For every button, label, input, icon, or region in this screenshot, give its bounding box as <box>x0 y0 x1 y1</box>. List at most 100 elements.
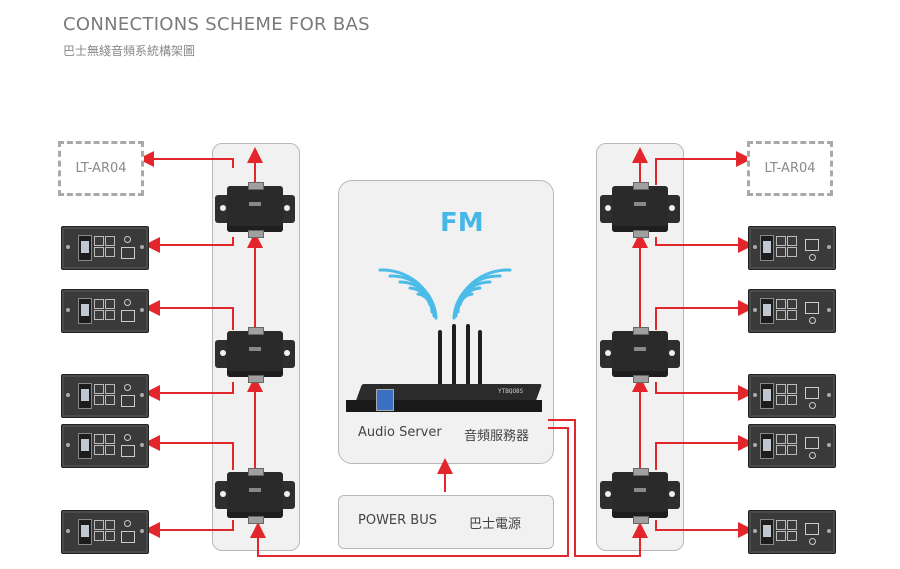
screw-icon <box>827 393 831 397</box>
keypad-panel <box>61 374 149 418</box>
audio-server-device: YTBQO8S <box>346 384 543 414</box>
dpad-icon <box>94 299 116 321</box>
screw-icon <box>827 443 831 447</box>
wireless-waves-icon <box>378 268 512 320</box>
server-panel <box>338 180 554 464</box>
sensor-icon <box>805 523 819 535</box>
sensor-icon <box>805 239 819 251</box>
connector-icon <box>248 468 264 476</box>
connector-icon <box>248 230 264 238</box>
screw-icon <box>753 308 757 312</box>
keypad-panel <box>748 424 836 468</box>
antenna-icon <box>438 324 482 388</box>
keypad-panel <box>61 510 149 554</box>
sensor-icon <box>121 310 135 322</box>
screen-icon <box>760 298 774 324</box>
screw-icon <box>753 529 757 533</box>
keypad-panel <box>748 289 836 333</box>
screw-icon <box>827 308 831 312</box>
connector-icon <box>633 468 649 476</box>
audio-server-label-zh: 音頻服務器 <box>464 429 530 444</box>
screen-icon <box>760 383 774 409</box>
dpad-icon <box>94 434 116 456</box>
indicator-icon <box>809 317 816 324</box>
keypad-panel <box>61 289 149 333</box>
power-bus-label: POWER BUS <box>358 513 437 528</box>
indicator-icon <box>124 236 131 243</box>
connector-icon <box>633 327 649 335</box>
power-bus-label-zh: 巴士電源 <box>469 517 522 532</box>
keypad-panel <box>748 374 836 418</box>
fm-label: FM <box>440 208 484 238</box>
diagram-title: CONNECTIONS SCHEME FOR BAS <box>63 14 370 35</box>
screen-icon <box>78 383 92 409</box>
screen-icon <box>78 433 92 459</box>
screen-icon <box>760 433 774 459</box>
lt-ar04-right: LT-AR04 <box>747 141 833 196</box>
screen-icon <box>78 519 92 545</box>
dpad-icon <box>776 520 798 542</box>
indicator-icon <box>124 520 131 527</box>
screw-icon <box>753 443 757 447</box>
screw-icon <box>140 443 144 447</box>
screw-icon <box>140 393 144 397</box>
screw-icon <box>827 245 831 249</box>
lt-ar04-left: LT-AR04 <box>58 141 144 196</box>
sensor-icon <box>805 302 819 314</box>
screw-icon <box>140 308 144 312</box>
screen-icon <box>78 235 92 261</box>
connector-icon <box>633 230 649 238</box>
keypad-panel <box>748 510 836 554</box>
indicator-icon <box>809 538 816 545</box>
sensor-icon <box>121 531 135 543</box>
connector-icon <box>633 516 649 524</box>
dpad-icon <box>776 299 798 321</box>
indicator-icon <box>124 299 131 306</box>
sensor-icon <box>805 387 819 399</box>
sensor-icon <box>805 437 819 449</box>
screw-icon <box>753 393 757 397</box>
keypad-panel <box>61 424 149 468</box>
dpad-icon <box>94 236 116 258</box>
connector-icon <box>248 182 264 190</box>
dpad-icon <box>94 384 116 406</box>
connector-icon <box>248 516 264 524</box>
screw-icon <box>140 245 144 249</box>
indicator-icon <box>809 254 816 261</box>
diagram-subtitle: 巴士無綫音頻系統構架圖 <box>63 44 196 58</box>
screw-icon <box>66 393 70 397</box>
keypad-panel <box>748 226 836 270</box>
bus-module <box>215 182 295 238</box>
keypad-panel <box>61 226 149 270</box>
connector-icon <box>633 375 649 383</box>
screw-icon <box>140 529 144 533</box>
screw-icon <box>827 529 831 533</box>
screw-icon <box>66 529 70 533</box>
indicator-icon <box>809 402 816 409</box>
screw-icon <box>66 308 70 312</box>
port-block-icon <box>376 389 394 411</box>
dpad-icon <box>776 236 798 258</box>
bus-module <box>600 327 680 383</box>
indicator-icon <box>124 384 131 391</box>
indicator-icon <box>809 452 816 459</box>
sensor-icon <box>121 445 135 457</box>
dpad-icon <box>776 384 798 406</box>
bus-module <box>600 468 680 524</box>
connector-icon <box>248 375 264 383</box>
screw-icon <box>66 245 70 249</box>
sensor-icon <box>121 247 135 259</box>
screw-icon <box>66 443 70 447</box>
screw-icon <box>753 245 757 249</box>
indicator-icon <box>124 434 131 441</box>
bus-module <box>600 182 680 238</box>
audio-server-label: Audio Server <box>358 425 442 440</box>
bus-module <box>215 327 295 383</box>
device-brand-label: YTBQO8S <box>498 388 524 395</box>
connector-icon <box>248 327 264 335</box>
screen-icon <box>760 519 774 545</box>
sensor-icon <box>121 395 135 407</box>
dpad-icon <box>776 434 798 456</box>
dpad-icon <box>94 520 116 542</box>
